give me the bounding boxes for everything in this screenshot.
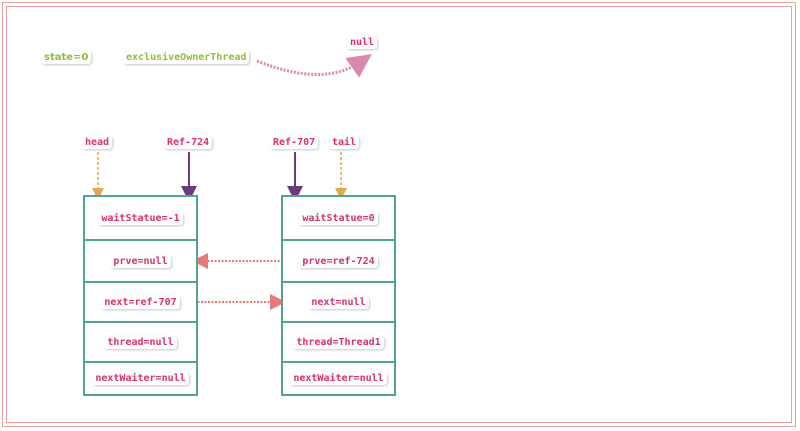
queue-node-2: waitStatue=0 prve=ref-724 next=null thre… (281, 195, 396, 396)
node-1-field-next-waiter: nextWaiter=null (85, 361, 196, 394)
node-1-next-waiter-text: nextWaiter=null (92, 372, 189, 385)
head-label: head (82, 136, 113, 149)
queue-node-1: waitStatue=-1 prve=null next=ref-707 thr… (83, 195, 198, 396)
node-2-prev-text: prve=ref-724 (299, 254, 378, 268)
owner-to-null-arrow (256, 54, 372, 78)
diagram-frame-inner (6, 6, 792, 423)
node-2-next-text: next=null (308, 295, 369, 309)
exclusive-owner-thread-label: exclusiveOwnerThread (123, 51, 250, 64)
node-2-field-prev: prve=ref-724 (283, 239, 394, 281)
tail-label: tail (329, 136, 360, 149)
ref-707-label: Ref-707 (270, 136, 319, 149)
node-2-next-waiter-text: nextWaiter=null (290, 372, 387, 385)
state-label: state=0 (41, 51, 92, 64)
node-2-field-next: next=null (283, 281, 394, 321)
node-1-field-wait-status: waitStatue=-1 (85, 197, 196, 239)
ref-724-label: Ref-724 (164, 136, 213, 149)
node-2-field-wait-status: waitStatue=0 (283, 197, 394, 239)
node-2-field-thread: thread=Thread1 (283, 321, 394, 361)
node-2-field-next-waiter: nextWaiter=null (283, 361, 394, 394)
node-1-wait-status-text: waitStatue=-1 (98, 211, 183, 225)
owner-null-label: null (347, 36, 378, 49)
node-1-field-prev: prve=null (85, 239, 196, 281)
node-1-next-text: next=ref-707 (101, 295, 180, 309)
node-2-wait-status-text: waitStatue=0 (299, 211, 378, 225)
node-1-thread-text: thread=null (104, 335, 177, 349)
node-1-field-thread: thread=null (85, 321, 196, 361)
node-2-thread-text: thread=Thread1 (293, 335, 384, 349)
diagram-frame (2, 2, 796, 427)
node-1-field-next: next=ref-707 (85, 281, 196, 321)
node-1-prev-text: prve=null (110, 254, 171, 268)
